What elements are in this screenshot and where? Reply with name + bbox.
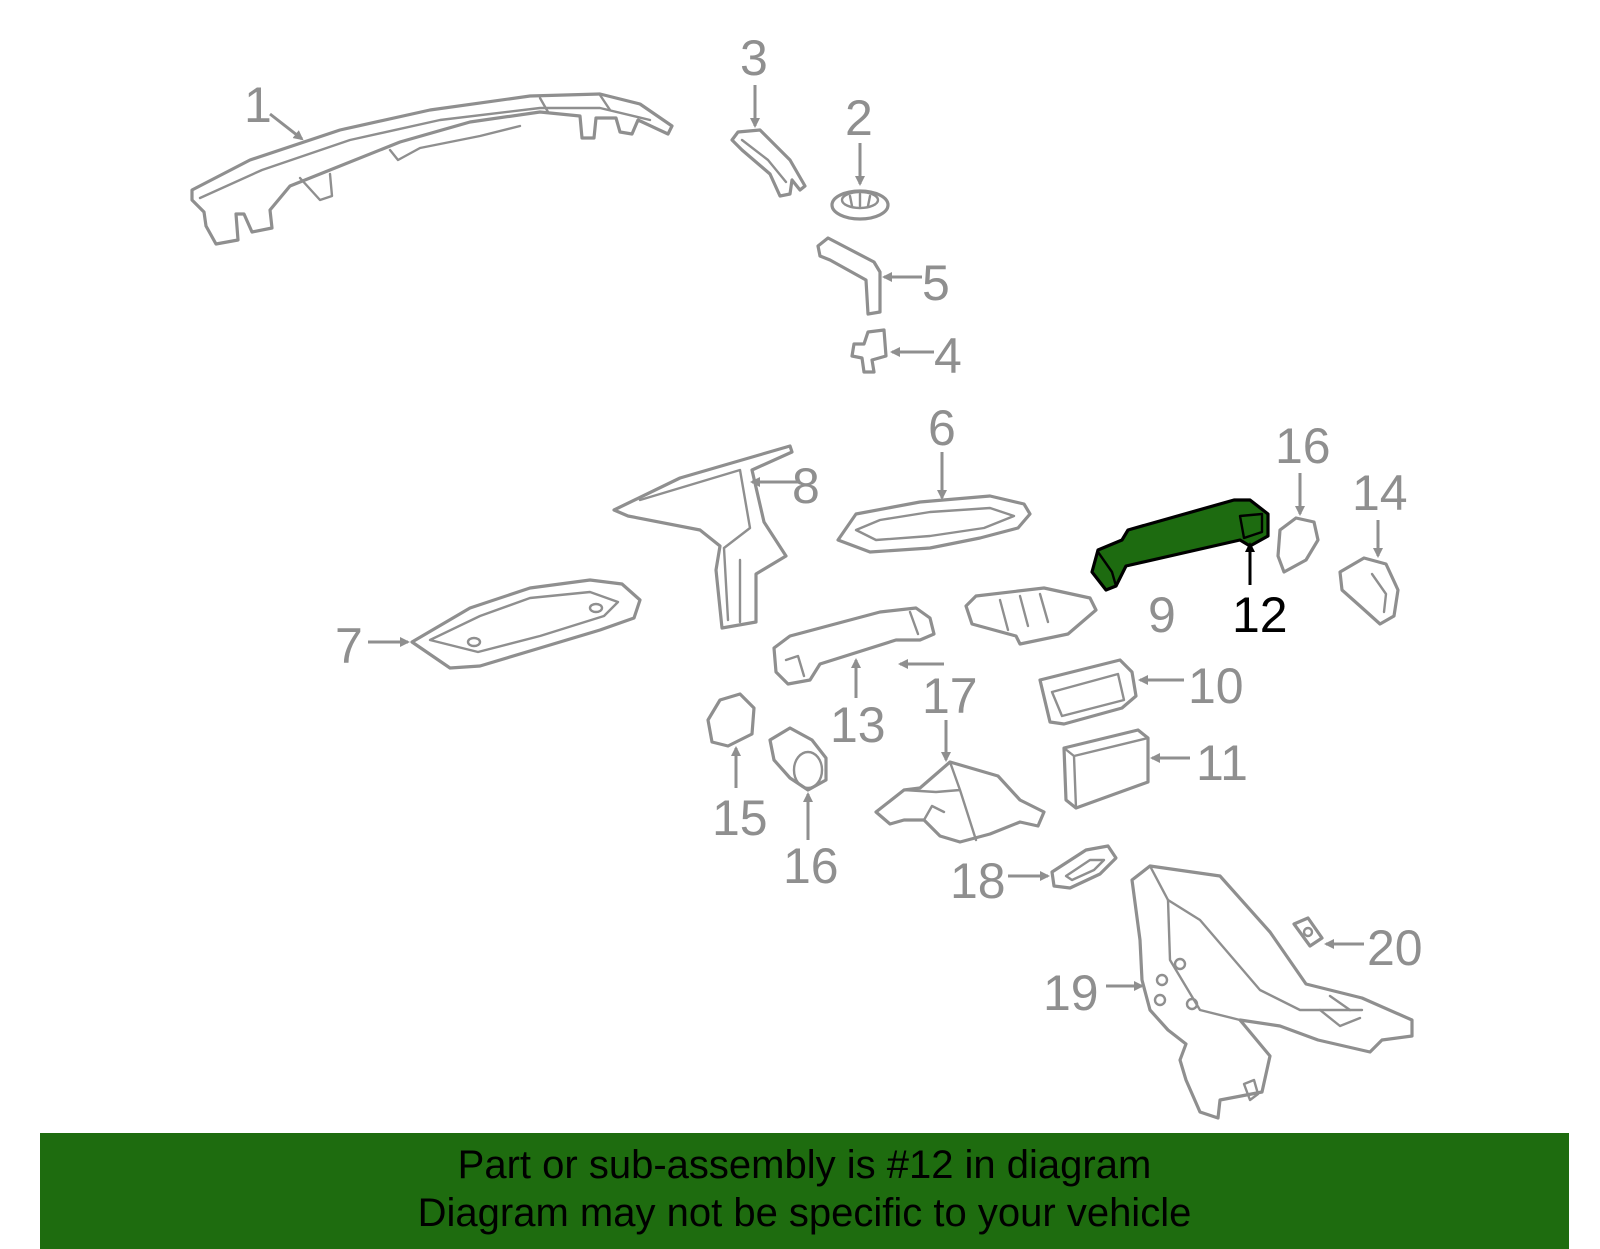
callout-19: 19 (1043, 965, 1099, 1021)
callout-18: 18 (950, 853, 1006, 909)
callout-4: 4 (934, 328, 962, 384)
part-16-cap-right (1276, 516, 1320, 574)
part-14-vent (1338, 556, 1400, 626)
callout-2: 2 (845, 90, 873, 146)
callout-14: 14 (1352, 465, 1408, 521)
part-10-frame (1038, 658, 1138, 726)
part-15-nozzle (768, 726, 828, 792)
part-4-clip (850, 328, 888, 374)
callout-17: 17 (922, 668, 978, 724)
part-12-highlighted-duct (1090, 498, 1270, 592)
part-1-upper-duct (190, 92, 674, 246)
callout-11: 11 (1196, 735, 1248, 791)
callout-8: 8 (792, 458, 820, 514)
part-11-box (1062, 728, 1150, 810)
part-9-duct-section (964, 586, 1098, 646)
part-2-grommet (830, 189, 890, 221)
part-3-bracket (730, 128, 807, 198)
callout-20: 20 (1367, 920, 1423, 976)
callout-16-left: 15 (712, 790, 768, 846)
callout-3: 3 (740, 30, 768, 86)
part-6-panel (836, 494, 1032, 554)
part-19-floor-duct (1130, 864, 1414, 1120)
part-13-hose (772, 606, 936, 686)
callout-13: 13 (830, 697, 886, 753)
banner-line-1: Part or sub-assembly is #12 in diagram (457, 1143, 1152, 1187)
callout-16-right: 16 (1275, 418, 1331, 474)
part-8-duct (612, 444, 794, 630)
info-banner: Part or sub-assembly is #12 in diagram D… (40, 1133, 1569, 1249)
part-16-cap-left (706, 692, 756, 748)
callout-7: 7 (335, 618, 363, 674)
banner-line-2: Diagram may not be specific to your vehi… (417, 1191, 1192, 1235)
callout-9: 9 (1148, 587, 1176, 643)
part-18-bezel (1050, 844, 1118, 890)
part-17-housing (874, 760, 1046, 844)
callout-5: 5 (922, 255, 950, 311)
parts-diagram: 1 3 2 5 4 8 6 12 (190, 30, 1423, 1120)
callout-1: 1 (244, 77, 272, 133)
callout-12: 12 (1232, 587, 1288, 643)
callout-15: 16 (783, 838, 839, 894)
callout-10: 10 (1188, 658, 1244, 714)
part-5-tube (816, 236, 882, 316)
part-7-panel (410, 578, 642, 670)
callout-6: 6 (928, 400, 956, 456)
part-20-clip (1292, 916, 1324, 948)
